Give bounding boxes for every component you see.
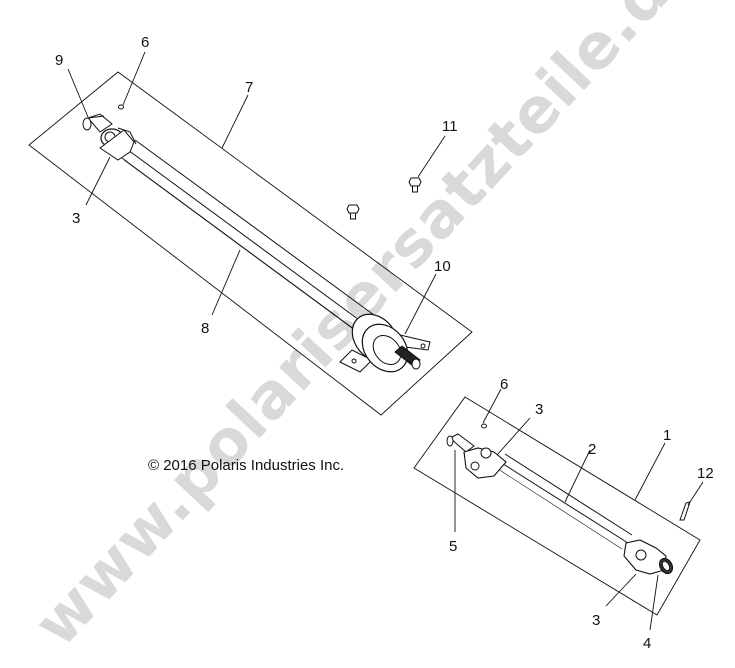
callout-6-rear: 6: [141, 34, 149, 51]
callout-2: 2: [588, 441, 596, 458]
bolt-11a: [408, 177, 422, 193]
assembly-box-rear: [28, 71, 473, 416]
callout-12: 12: [697, 465, 714, 482]
callout-11: 11: [442, 118, 458, 135]
copyright-text: © 2016 Polaris Industries Inc.: [148, 457, 344, 474]
callout-7: 7: [245, 79, 253, 96]
callout-4: 4: [643, 635, 651, 652]
front-prop-shaft: [446, 423, 674, 575]
callout-1: 1: [663, 427, 671, 444]
roll-pin-12: [679, 501, 691, 521]
callout-10: 10: [434, 258, 451, 275]
u-joint-front-upper: [463, 447, 507, 479]
u-joint-rear: [99, 127, 137, 161]
callout-3-front-upper: 3: [535, 401, 543, 418]
callout-5: 5: [449, 538, 457, 555]
callout-3-front-lower: 3: [592, 612, 600, 629]
u-joint-front-lower: [623, 539, 674, 575]
callout-8: 8: [201, 320, 209, 337]
callout-3-rear: 3: [72, 210, 80, 227]
assembly-box-front: [413, 396, 701, 616]
rear-prop-shaft: [82, 104, 431, 373]
leader-lines: [67, 51, 704, 631]
center-bearing: [339, 313, 431, 373]
callout-9: 9: [55, 52, 63, 69]
bolt-11b: [346, 204, 360, 220]
callout-labels: 9 6 7 3 11 10 8 6 3 1 2 12 5 3 4: [55, 34, 714, 652]
callout-6-front: 6: [500, 376, 508, 393]
